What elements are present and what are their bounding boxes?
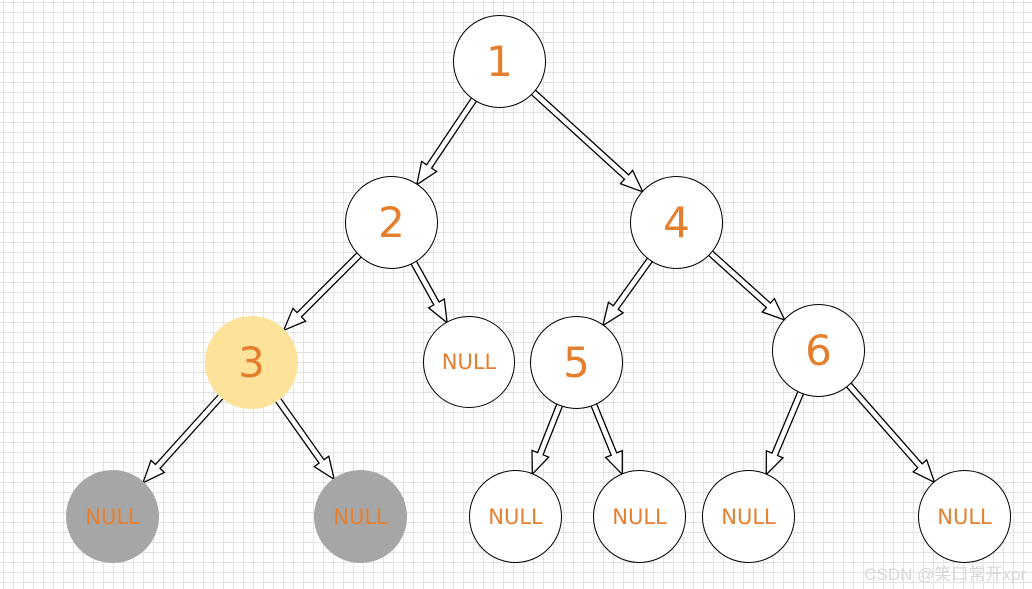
tree-node-null-3-right: NULL	[314, 470, 407, 563]
edge-arrow-n2-n2r	[409, 259, 448, 325]
tree-node-null-3-left: NULL	[66, 470, 159, 563]
edge-arrow-n4-n6	[706, 249, 786, 322]
edge-arrow-n1-n2	[415, 95, 479, 187]
tree-node-5: 5	[530, 316, 623, 409]
tree-node-6: 6	[772, 304, 865, 397]
tree-node-1: 1	[453, 15, 546, 108]
edge-arrow-n5-n5l	[531, 401, 564, 476]
edge-arrow-n4-n5	[601, 256, 655, 327]
tree-node-2: 2	[345, 176, 438, 269]
edge-arrow-n3-n3l	[141, 392, 225, 484]
edge-arrow-n6-n6l	[765, 389, 805, 477]
edge-arrow-n1-n4	[529, 88, 645, 194]
tree-node-4: 4	[630, 176, 723, 269]
tree-node-null-6-left: NULL	[702, 470, 795, 563]
tree-node-3-highlighted: 3	[205, 316, 298, 409]
tree-node-null-5-left: NULL	[469, 470, 562, 563]
tree-node-null-6-right: NULL	[918, 470, 1011, 563]
tree-node-null-2-right: NULL	[423, 316, 515, 408]
watermark: CSDN @笑口常开xpr	[864, 565, 1026, 584]
tree-node-null-5-right: NULL	[593, 470, 686, 563]
edge-arrow-n6-n6r	[844, 380, 936, 484]
edge-arrow-n2-n3	[282, 250, 364, 332]
edge-arrow-n5-n5r	[589, 401, 623, 476]
edge-arrow-n3-n3r	[273, 396, 336, 481]
